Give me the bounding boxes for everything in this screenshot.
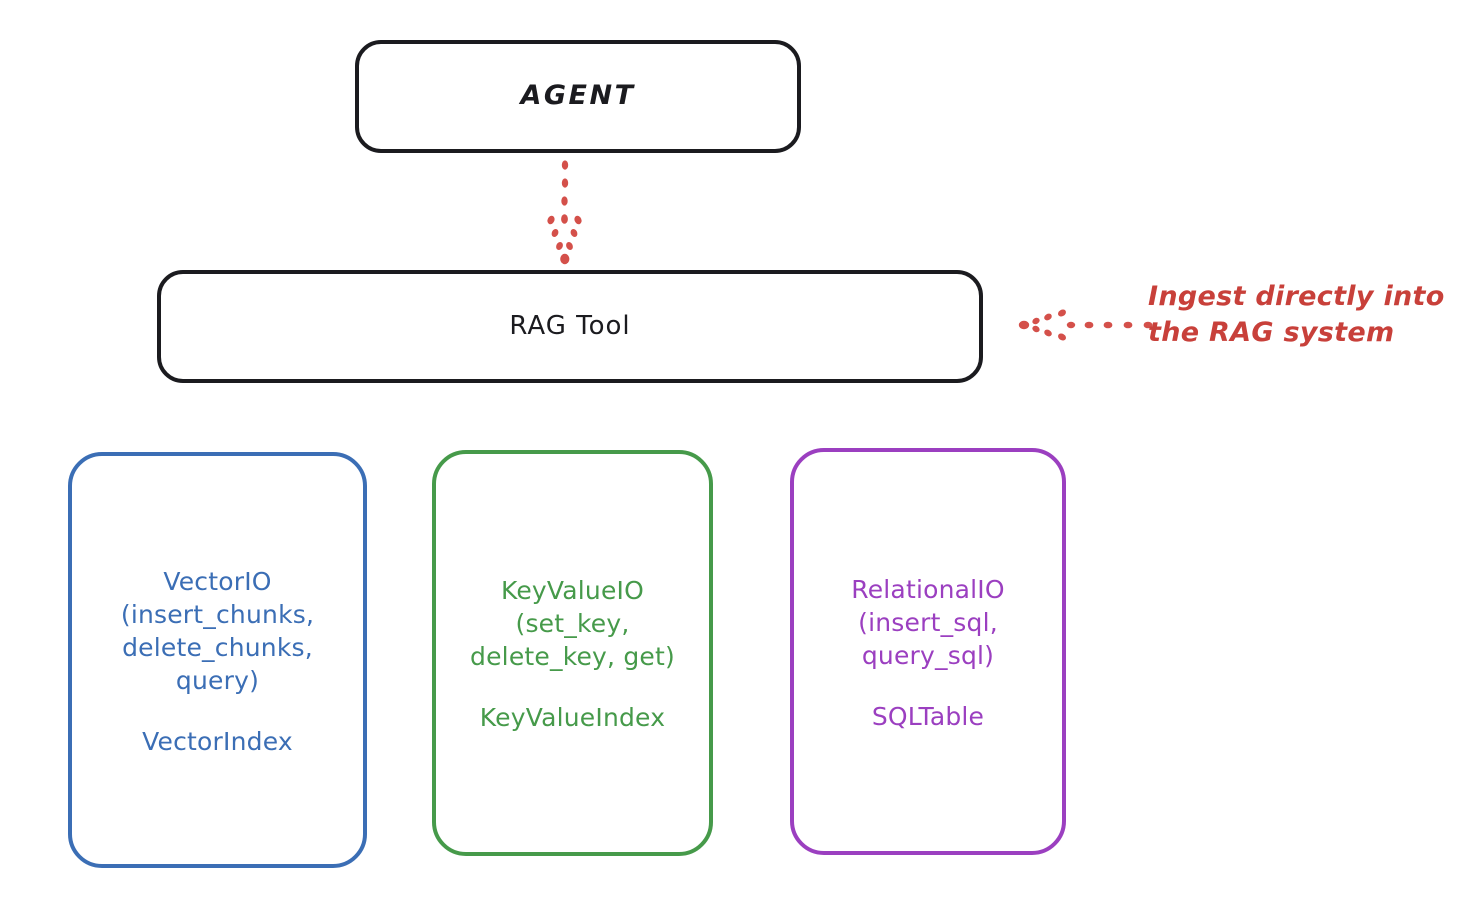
- arrow-ingest-to-rag-tool: [1018, 309, 1153, 341]
- node-agent[interactable]: AGENT: [355, 40, 801, 153]
- node-rag-tool-label: RAG Tool: [509, 310, 631, 341]
- node-relational-io[interactable]: RelationalIO (insert_sql, query_sql) SQL…: [790, 448, 1066, 855]
- arrow-agent-to-rag-tool: [547, 160, 582, 265]
- node-agent-label: AGENT: [520, 80, 636, 112]
- node-key-value-io-api-label: KeyValueIO (set_key, delete_key, get): [470, 576, 675, 671]
- node-key-value-io-index-label: KeyValueIndex: [479, 703, 666, 732]
- node-rag-tool[interactable]: RAG Tool: [157, 270, 983, 383]
- node-relational-io-index-label: SQLTable: [871, 701, 985, 731]
- annotation-ingest-directly: Ingest directly into the RAG system: [1148, 281, 1445, 349]
- node-vector-io-api-label: VectorIO (insert_chunks, delete_chunks, …: [120, 566, 315, 695]
- node-vector-io[interactable]: VectorIO (insert_chunks, delete_chunks, …: [68, 452, 367, 868]
- node-relational-io-api-label: RelationalIO (insert_sql, query_sql): [851, 574, 1005, 670]
- node-vector-io-index-label: VectorIndex: [142, 726, 293, 756]
- node-key-value-io[interactable]: KeyValueIO (set_key, delete_key, get) Ke…: [432, 450, 713, 856]
